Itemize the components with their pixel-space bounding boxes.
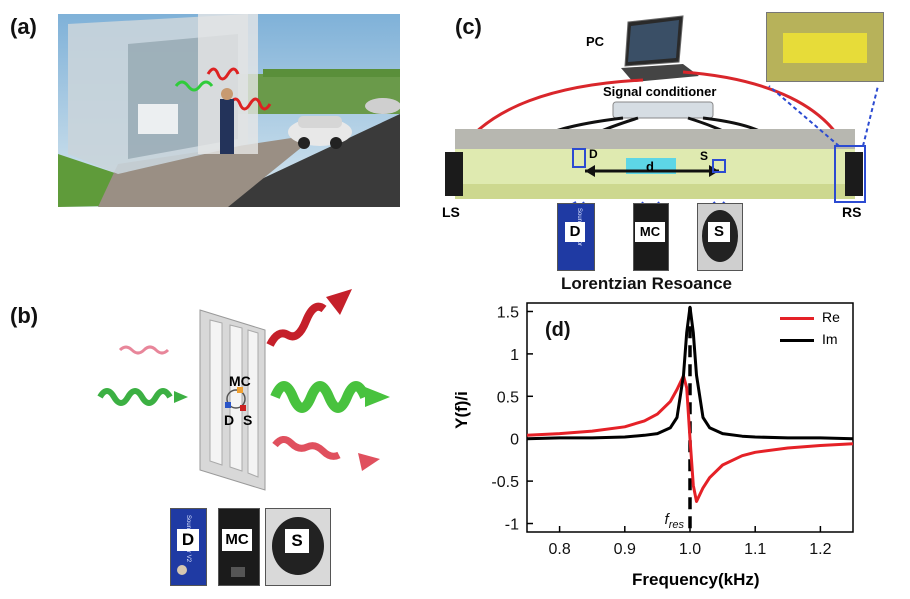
inset-sensor-window xyxy=(783,33,867,63)
y-tick-label: -0.5 xyxy=(491,474,519,491)
x-tick-label: 1.1 xyxy=(744,541,766,558)
legend-re-swatch xyxy=(780,317,814,320)
module-tag-s: S xyxy=(285,529,309,553)
y-tick-label: 1 xyxy=(510,347,519,364)
panel-d-label: (d) xyxy=(545,319,571,341)
node-label-s: S xyxy=(243,412,253,428)
fres-annotation: fres xyxy=(665,511,685,531)
y-tick-label: 0 xyxy=(510,432,519,449)
x-axis-label: Frequency(kHz) xyxy=(632,570,760,589)
module-tag-mc: MC xyxy=(222,529,252,551)
board-led xyxy=(177,565,187,575)
y-tick-label: -1 xyxy=(505,517,519,534)
board-chip xyxy=(231,567,245,577)
ls-label: LS xyxy=(442,204,460,220)
chart-title: Lorentzian Resoance xyxy=(561,274,732,293)
panel-a-label: (a) xyxy=(10,14,37,39)
x-tick-label: 1.2 xyxy=(809,541,831,558)
y-axis-label-text: Y(f)/i xyxy=(452,391,471,429)
x-tick-label: 1.0 xyxy=(679,541,701,558)
distance-label: d xyxy=(646,159,654,174)
series-line-re xyxy=(526,374,854,503)
legend-im-label: Im xyxy=(822,331,838,347)
module-tag-d: D xyxy=(177,529,199,551)
node-label-d: D xyxy=(224,412,235,428)
y-tick-label: 1.5 xyxy=(497,304,519,321)
rs-label: RS xyxy=(842,204,862,220)
legend-re-label: Re xyxy=(822,309,840,325)
panel-c-label: (c) xyxy=(455,14,482,39)
legend-im-swatch xyxy=(780,339,814,342)
y-axis-label: Y(f)/i xyxy=(452,360,472,460)
node-label-mc: MC xyxy=(229,373,251,389)
panel-b-illustration xyxy=(90,275,410,505)
x-tick-label: 0.8 xyxy=(548,541,570,558)
inset-photo xyxy=(766,12,884,82)
panel-b-label: (b) xyxy=(10,303,39,328)
pc-label: PC xyxy=(586,34,605,49)
c-module-tag-d: D xyxy=(565,222,585,242)
signal-conditioner-label: Signal conditioner xyxy=(603,84,717,99)
x-tick-label: 0.9 xyxy=(614,541,636,558)
panel-a-image xyxy=(58,14,401,207)
c-module-tag-s: S xyxy=(708,222,730,242)
panel-c-setup xyxy=(443,14,893,274)
s-marker-label: S xyxy=(700,149,709,163)
legend: Re Im xyxy=(780,309,870,349)
c-module-tag-mc: MC xyxy=(635,222,665,242)
d-marker-label: D xyxy=(589,147,598,161)
y-tick-label: 0.5 xyxy=(497,389,519,406)
